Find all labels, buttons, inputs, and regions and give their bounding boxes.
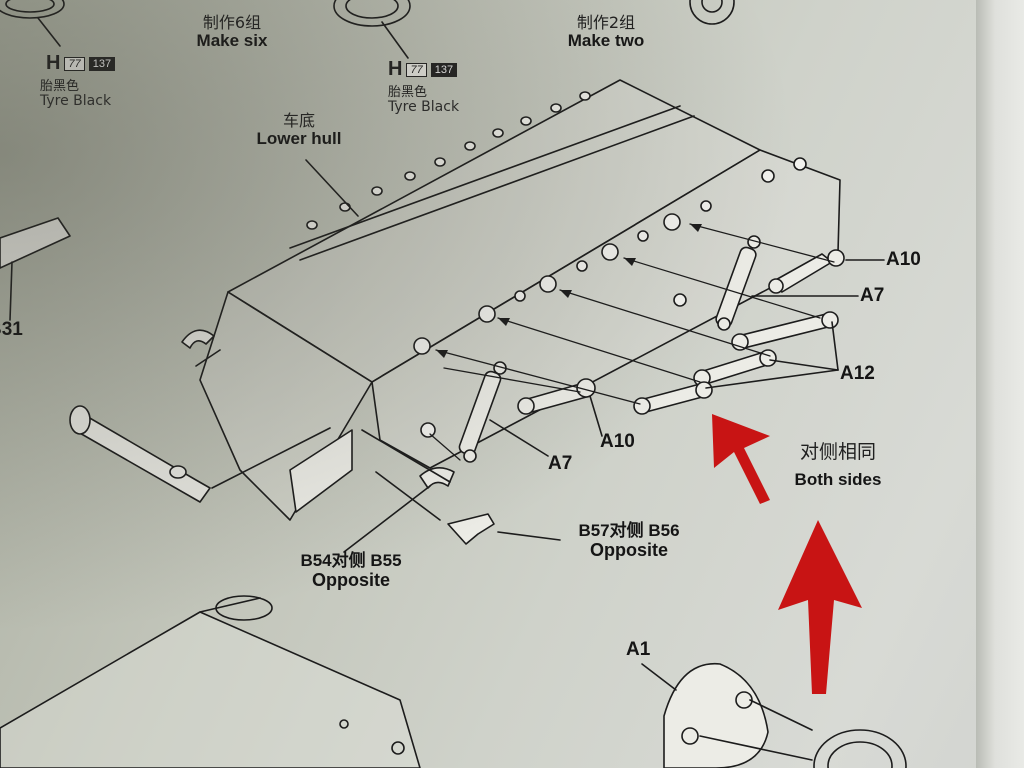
red-arrow-bottom xyxy=(778,520,862,694)
lower-hull-cn: 车底 xyxy=(282,111,315,130)
paint-ref-1: H 77 137 xyxy=(46,52,116,75)
b57-cn: B57对侧 B56 xyxy=(578,521,680,540)
paint-code-a-2: 77 xyxy=(406,62,427,77)
red-arrow-top xyxy=(712,414,770,504)
paint-maker-1: H xyxy=(46,52,61,74)
make-two-en: Make two xyxy=(567,30,645,50)
part-a1: A1 xyxy=(626,639,651,660)
make-two-label: 制作2组 Make two xyxy=(556,14,656,50)
b54-en: Opposite xyxy=(311,569,390,590)
part-a10-top: A10 xyxy=(886,249,921,270)
paint-ref-2: H 77 137 xyxy=(388,58,458,81)
part-a12: A12 xyxy=(840,363,875,384)
assembly-arrows xyxy=(429,223,835,461)
paint-color-label-2: 胎黑色 Tyre Black xyxy=(388,85,460,116)
both-sides-cn: 对侧相同 xyxy=(799,441,876,463)
bracket-b54-drawing xyxy=(419,467,455,489)
idler-a1-drawing xyxy=(663,663,769,768)
idler-tube-drawing xyxy=(69,405,211,503)
shock-absorber-a7-bottom xyxy=(458,361,507,463)
road-wheel-drawing xyxy=(0,0,65,19)
sprocket-drawing xyxy=(689,0,735,25)
paint-code-a-1: 77 xyxy=(64,56,85,71)
bracket-b57-drawing xyxy=(447,513,495,545)
paint-code-b-2: 137 xyxy=(430,62,458,77)
part-a10-bottom: A10 xyxy=(600,431,635,452)
arm-a12-set xyxy=(633,311,839,415)
mounting-holes xyxy=(413,157,807,438)
lower-hull-en: Lower hull xyxy=(256,128,342,148)
page-edge xyxy=(976,0,1024,768)
rivet-row xyxy=(306,91,591,230)
both-sides-en: Both sides xyxy=(794,469,882,489)
b54-cn: B54对侧 B55 xyxy=(300,551,402,570)
make-six-label: 制作6组 Make six xyxy=(182,14,282,50)
arrow-heads xyxy=(436,224,702,358)
both-sides-label: 对侧相同 Both sides xyxy=(778,442,898,490)
paint-color-en-1: Tyre Black xyxy=(40,93,112,110)
paint-color-cn-1: 胎黑色 xyxy=(40,79,80,94)
paint-maker-2: H xyxy=(388,58,403,80)
paint-color-label-1: 胎黑色 Tyre Black xyxy=(40,79,112,110)
clip-drawing xyxy=(181,329,215,349)
make-two-cn: 制作2组 xyxy=(576,13,636,32)
idler-wheel-drawing xyxy=(813,729,907,768)
lower-hull-label: 车底 Lower hull xyxy=(254,112,344,148)
shock-absorber-a7-top xyxy=(715,235,761,331)
side-plate-drawing xyxy=(289,429,353,513)
next-step-hull-drawing xyxy=(0,611,421,768)
road-wheel-drawing xyxy=(333,0,411,27)
tube-b31-drawing xyxy=(0,217,71,269)
part-a7-top: A7 xyxy=(860,285,885,306)
make-six-cn: 制作6组 xyxy=(202,13,262,32)
b57-label: B57对侧 B56 Opposite xyxy=(564,521,694,560)
paint-color-cn-2: 胎黑色 xyxy=(388,85,428,100)
part-a7-bottom: A7 xyxy=(548,453,573,474)
make-six-en: Make six xyxy=(196,30,268,50)
b54-label: B54对侧 B55 Opposite xyxy=(286,551,416,590)
paint-code-b-1: 137 xyxy=(88,56,116,71)
part-b31: B31 xyxy=(0,319,23,340)
paint-color-en-2: Tyre Black xyxy=(388,99,460,116)
b57-en: Opposite xyxy=(589,539,668,560)
